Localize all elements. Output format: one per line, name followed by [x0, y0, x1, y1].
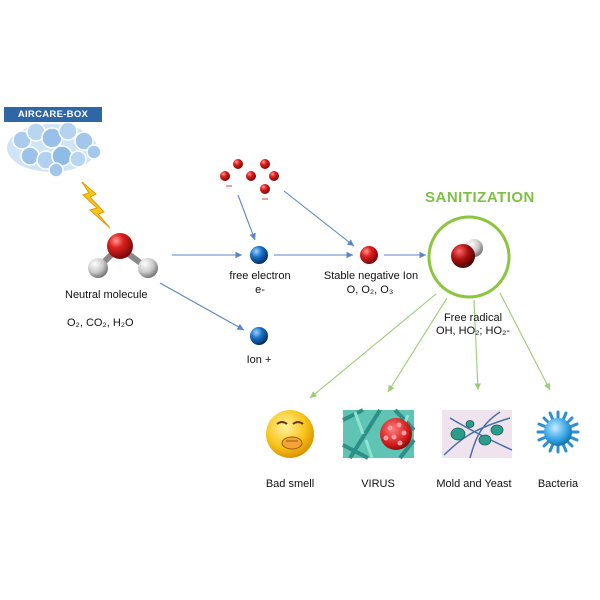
sanitization-title: SANITIZATION [425, 189, 535, 206]
arrow-atoms-to-negative-ion [283, 190, 355, 247]
free-radical-sub: OH, HO₂; HO₂- [436, 325, 510, 337]
brand-logo: AIRCARE-BOX [4, 107, 102, 122]
negative-ion-label: Stable negative Ion [323, 270, 419, 282]
ion-plus-icon [250, 327, 268, 345]
arrow-atoms-to-electron [237, 194, 256, 241]
oxygen-atoms-icon [220, 159, 279, 200]
target-label-bacteria: Bacteria [537, 478, 579, 490]
free-electron-sub: e- [255, 284, 265, 296]
sanitization-arrows [309, 292, 551, 399]
neutral-molecule-formula: O₂, CO₂, H₂O [67, 317, 134, 329]
sanitization-ring [427, 215, 511, 299]
process-arrows [159, 190, 426, 331]
virus-image [342, 408, 416, 460]
free-electron-icon [250, 246, 268, 264]
radical-molecule-icon [451, 239, 483, 268]
neutral-molecule-label: Neutral molecule [65, 289, 148, 301]
arrow-to-bacteria [499, 292, 551, 391]
mold-yeast-image [442, 410, 513, 459]
ice-cluster-icon [7, 121, 102, 178]
ion-plus-label: Ion + [246, 354, 272, 366]
neutral-molecule-icon [88, 233, 158, 278]
arrow-to-virus [387, 297, 448, 393]
free-electron-label: free electron [229, 270, 291, 282]
negative-ion-icon [360, 246, 378, 264]
target-label-virus: VIRUS [361, 478, 395, 490]
bad-smell-icon [266, 410, 314, 458]
lightning-icon [81, 181, 111, 229]
free-radical-label: Free radical [443, 312, 503, 324]
arrow-to-mold [473, 299, 482, 391]
arrow-to-bad-smell [309, 293, 437, 399]
bacteria-icon [536, 410, 580, 454]
negative-ion-sub: O, O₂, O₃ [346, 284, 394, 296]
target-label-mold-yeast: Mold and Yeast [436, 478, 512, 490]
target-label-bad-smell: Bad smell [265, 478, 315, 490]
arrow-molecule-to-ion-plus [159, 282, 245, 331]
